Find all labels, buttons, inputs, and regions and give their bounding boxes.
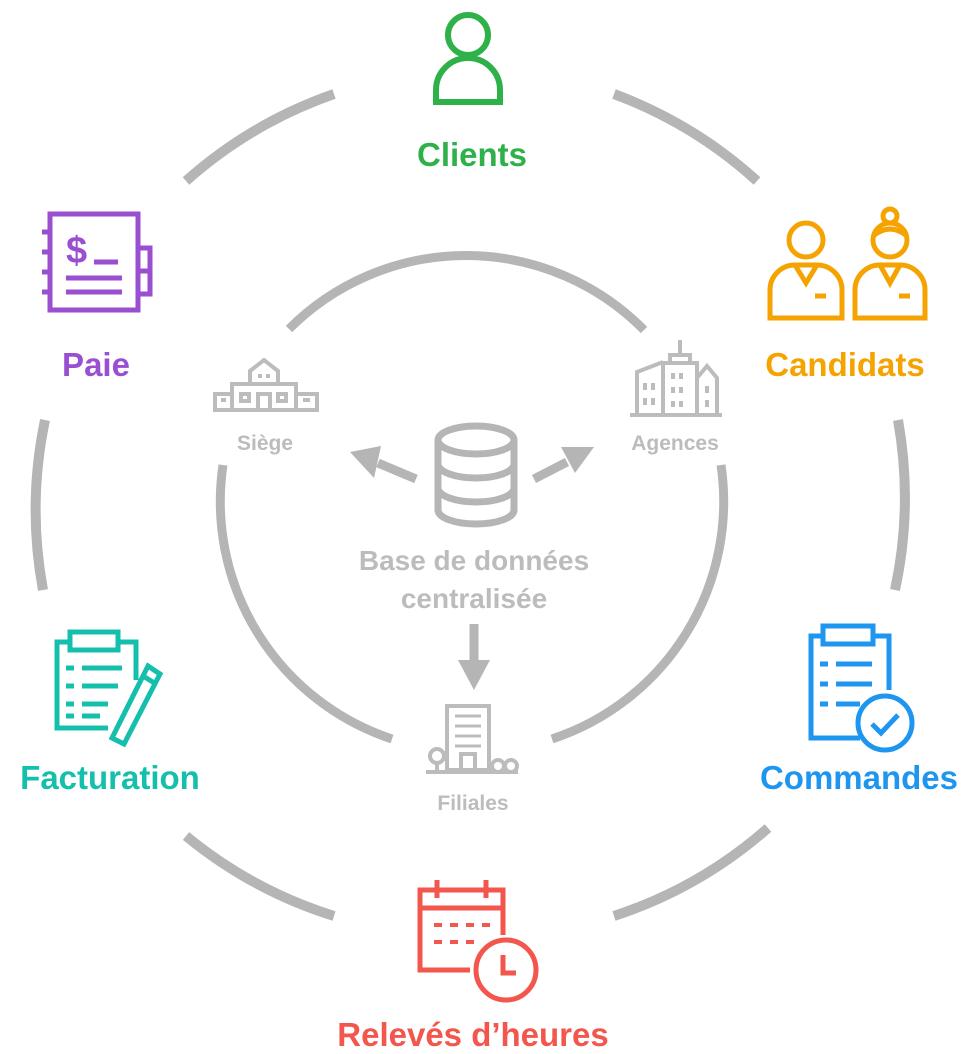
arrow-to-siege: [350, 446, 418, 484]
label-paie: Paie: [62, 346, 130, 383]
label-candidats: Candidats: [765, 346, 925, 383]
label-siege: Siège: [236, 432, 294, 455]
svg-text:$: $: [66, 230, 87, 272]
label-clients: Clients: [416, 136, 528, 173]
arrow-to-filiales: [458, 624, 490, 690]
inner-arc-top: [285, 251, 648, 334]
inner-arc-left: [215, 464, 394, 744]
office-building-icon: [426, 704, 519, 774]
calendar-clock-icon: [417, 880, 539, 1003]
arrow-to-agences: [531, 447, 594, 484]
outer-arc-top-left: [182, 89, 336, 185]
label-releves: Relevés d’heures: [337, 1016, 609, 1053]
outer-ring: [30, 89, 910, 921]
label-database-line1: Base de données: [358, 545, 590, 576]
clipboard-pencil-icon: [54, 629, 164, 748]
label-database-line2: centralisée: [400, 583, 548, 614]
label-facturation: Facturation: [20, 759, 200, 796]
label-agences: Agences: [631, 432, 719, 455]
inner-ring: [215, 251, 729, 744]
two-people-icon: [767, 206, 928, 321]
outer-arc-bottom-right: [612, 824, 772, 921]
outer-arc-top-right: [612, 89, 761, 185]
outer-arc-bottom-left: [182, 832, 336, 921]
clipboard-check-icon: [808, 623, 915, 753]
label-filiales: Filiales: [437, 792, 509, 815]
label-commandes: Commandes: [759, 759, 959, 796]
arrows: [350, 446, 594, 690]
inner-arc-right: [550, 464, 729, 744]
label-database: Base de données centralisée: [359, 542, 589, 618]
city-buildings-icon: [630, 340, 722, 417]
headquarters-building-icon: [213, 357, 319, 412]
database-icon: [434, 422, 518, 528]
outer-arc-left: [30, 418, 50, 591]
payroll-notebook-icon: $: [42, 211, 153, 313]
person-icon: [433, 12, 503, 105]
outer-arc-right: [890, 419, 910, 592]
